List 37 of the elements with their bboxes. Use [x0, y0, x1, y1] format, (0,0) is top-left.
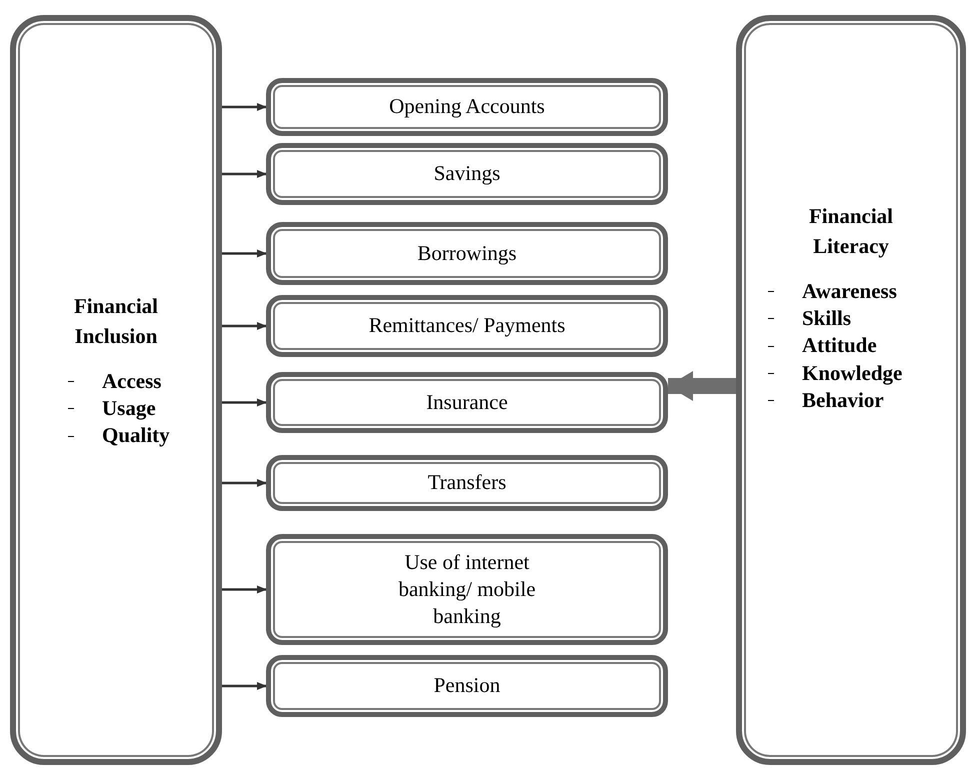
- list-item: Usage: [102, 395, 156, 422]
- service-box: [266, 78, 668, 136]
- box-label: Borrowings: [417, 240, 517, 267]
- category-panel: [10, 15, 222, 765]
- list-item: Attitude: [802, 332, 877, 360]
- category-panel: [736, 15, 966, 765]
- panel-heading: Financial Literacy: [808, 203, 894, 260]
- list-item: Skills: [802, 305, 852, 332]
- block-arrow: [668, 371, 736, 401]
- list-item: Access: [102, 368, 162, 395]
- box-label: Insurance: [426, 388, 508, 416]
- box-label: Remittances/ Payments: [368, 312, 566, 340]
- box-label: Opening Accounts: [389, 93, 545, 120]
- arrow: [222, 479, 267, 487]
- arrow: [222, 250, 267, 258]
- panel-heading: Financial Inclusion: [72, 293, 159, 350]
- arrow: [222, 586, 267, 594]
- box-label: Transfers: [428, 469, 506, 496]
- arrow: [222, 398, 267, 406]
- service-box: [266, 655, 668, 717]
- service-box: [266, 372, 668, 433]
- service-box: [266, 455, 668, 511]
- arrow: [222, 682, 267, 690]
- box-label: Use of internet banking/ mobile banking: [397, 548, 537, 630]
- service-box: [266, 222, 668, 285]
- arrow: [222, 170, 267, 178]
- list-item: Knowledge: [802, 360, 902, 387]
- arrow: [222, 322, 267, 330]
- service-box: [266, 143, 668, 205]
- list-item: Quality: [102, 422, 170, 450]
- arrow: [222, 103, 267, 111]
- service-box: [266, 534, 668, 645]
- service-box: [266, 295, 668, 357]
- box-label: Pension: [434, 672, 500, 700]
- list-item: Awareness: [802, 278, 897, 305]
- box-label: Savings: [434, 160, 500, 188]
- list-item: Behavior: [802, 387, 884, 414]
